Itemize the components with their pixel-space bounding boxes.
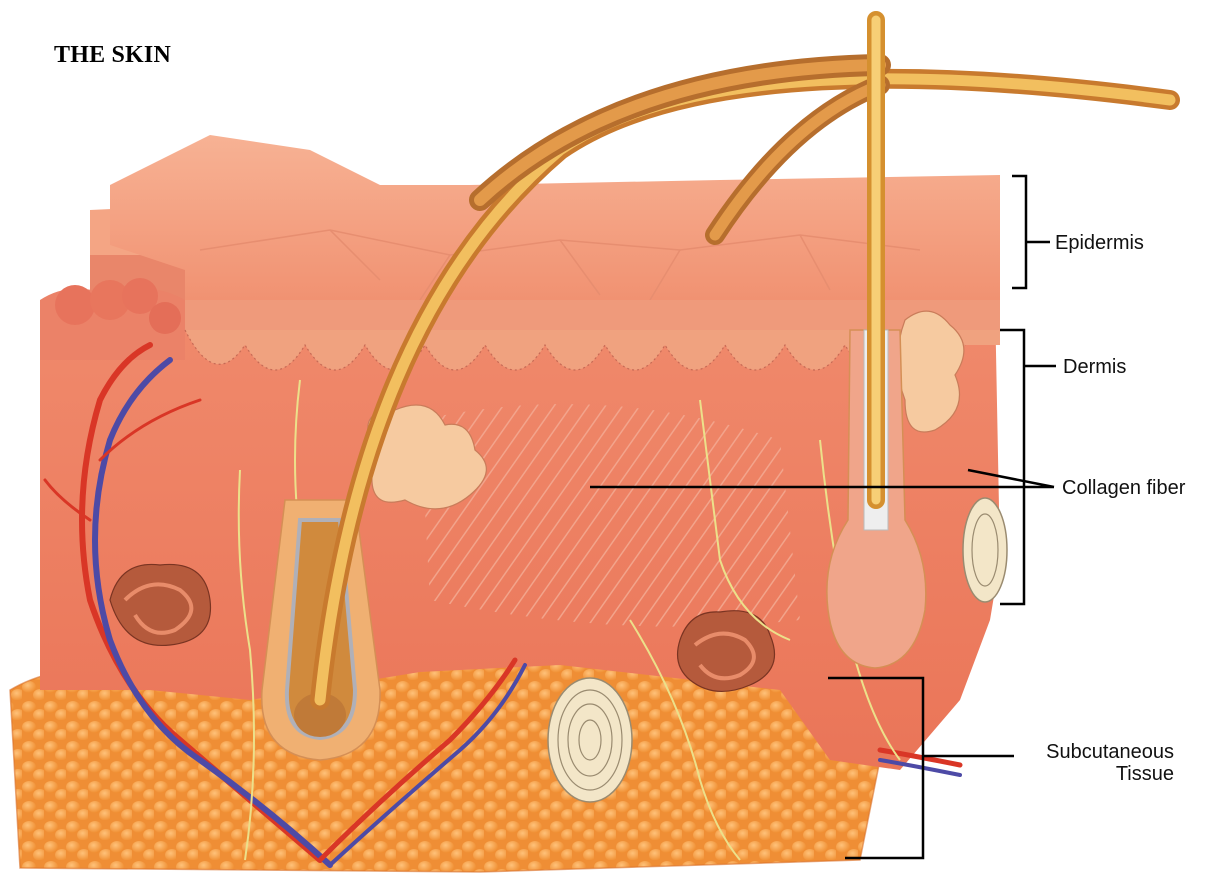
label-epidermis: Epidermis xyxy=(1055,232,1144,254)
label-subcutaneous-line1: Subcutaneous xyxy=(1018,741,1174,763)
label-dermis: Dermis xyxy=(1063,356,1126,378)
dermis-bracket xyxy=(1000,330,1056,604)
label-collagen-fiber: Collagen fiber xyxy=(1062,477,1185,499)
diagram-title: THE SKIN xyxy=(54,42,171,69)
epidermis-bracket xyxy=(1012,176,1050,288)
label-subcutaneous-tissue: Subcutaneous Tissue xyxy=(1018,741,1174,785)
label-subcutaneous-line2: Tissue xyxy=(1018,763,1174,785)
